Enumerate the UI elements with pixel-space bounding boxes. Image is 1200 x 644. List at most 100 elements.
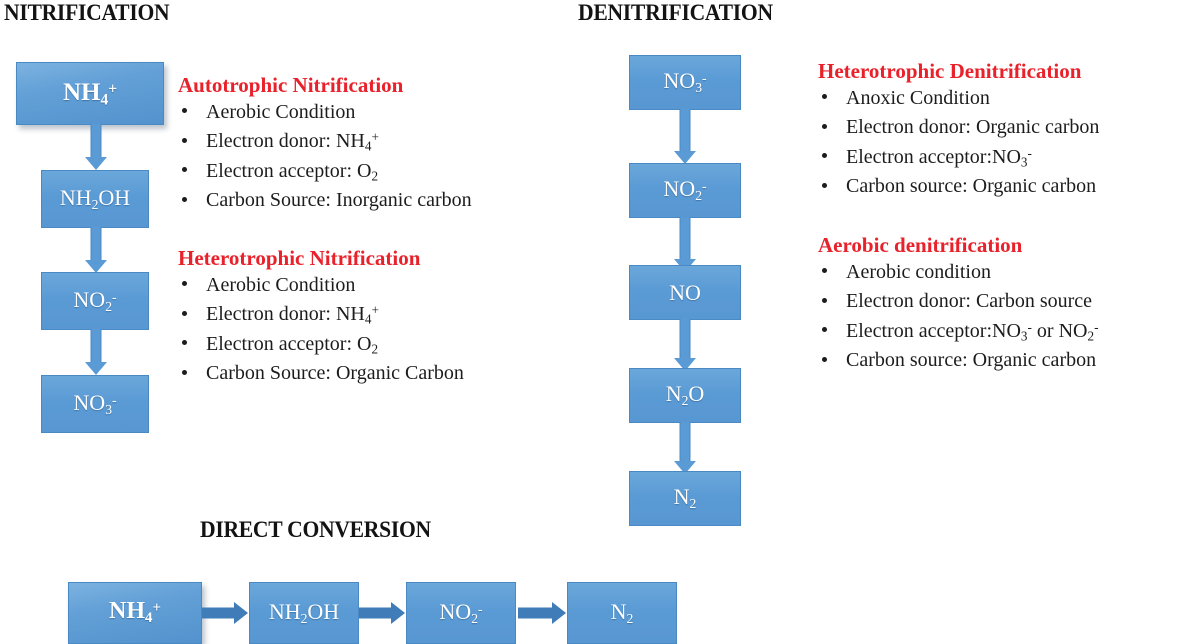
flow-node-nitrification-nh2oh: NH2OH: [41, 170, 149, 228]
section-title-direct-conversion: DIRECT CONVERSION: [200, 517, 431, 542]
node-label-nh4: NH4+: [62, 78, 118, 108]
bullet-sub: 2: [371, 168, 379, 184]
bullet-list-aerobic-denitrification: Aerobic condition Electron donor: Carbon…: [818, 258, 1098, 376]
flow-node-nitrification-no2: NO2-: [41, 272, 149, 330]
flow-node-direct-nh2oh: NH2OH: [249, 582, 359, 644]
list-item: Electron donor: NH4+: [178, 127, 472, 157]
bullet-dot-icon: [182, 196, 187, 202]
bullet-dot-icon: [822, 327, 827, 333]
node-label-no2: NO2-: [73, 286, 117, 314]
node-label-n2: N2: [610, 598, 634, 626]
list-item: Electron donor: Carbon source: [818, 287, 1098, 317]
bullet-sub: 3: [1020, 328, 1028, 344]
bullet-sup: -: [1027, 145, 1032, 161]
bullet-dot-icon: [182, 137, 187, 143]
node-label-no3: NO3-: [73, 389, 117, 417]
bullet-list-autotrophic-nitrification: Aerobic Condition Electron donor: NH4+ E…: [178, 98, 472, 216]
list-item: Aerobic Condition: [178, 98, 472, 128]
list-item: Electron acceptor:NO3-: [818, 143, 1099, 173]
arrow-no2-to-no: [673, 217, 697, 272]
node-label-no2: NO2-: [439, 598, 483, 626]
bullet-dot-icon: [822, 356, 827, 362]
node-label-n2o: N2O: [665, 381, 705, 409]
list-item: Aerobic Condition: [178, 271, 464, 301]
bullet-dot-icon: [822, 267, 827, 273]
bullet-text: Aerobic condition: [846, 260, 991, 283]
bullet-text-tail: or NO: [1031, 319, 1088, 342]
bullet-dot-icon: [182, 107, 187, 113]
bullet-sub: 3: [1020, 154, 1028, 170]
arrow-no2-to-no3: [84, 329, 108, 375]
list-item: Carbon Source: Inorganic carbon: [178, 186, 472, 216]
bullet-dot-icon: [822, 93, 827, 99]
bullet-dot-icon: [822, 123, 827, 129]
arrow-no2-to-n2-horizontal: [518, 582, 566, 644]
bullet-sub: 4: [364, 138, 372, 154]
heading-aerobic-denitrification: Aerobic denitrification: [818, 233, 1023, 257]
arrow-nh4-to-nh2oh: [84, 124, 108, 170]
bullet-sup: -: [1027, 319, 1032, 335]
flow-node-denitrification-n2o: N2O: [629, 368, 741, 423]
bullet-text: Carbon source: Organic carbon: [846, 349, 1097, 372]
flow-node-nitrification-no3: NO3-: [41, 375, 149, 433]
bullet-text: Electron donor: NH: [206, 303, 365, 326]
flow-node-denitrification-n2: N2: [629, 471, 741, 526]
list-item: Aerobic condition: [818, 258, 1098, 288]
bullet-dot-icon: [822, 297, 827, 303]
arrow-nh2oh-to-no2: [84, 227, 108, 273]
flow-node-denitrification-no2: NO2-: [629, 163, 741, 218]
bullet-list-heterotrophic-denitrification: Anoxic Condition Electron donor: Organic…: [818, 84, 1099, 202]
bullet-text: Electron acceptor: O: [206, 159, 372, 182]
bullet-list-heterotrophic-nitrification: Aerobic Condition Electron donor: NH4+ E…: [178, 271, 464, 389]
list-item: Electron donor: Organic carbon: [818, 113, 1099, 143]
flow-node-denitrification-no3: NO3-: [629, 55, 741, 110]
flow-node-direct-no2: NO2-: [406, 582, 516, 644]
bullet-sub: 2: [371, 341, 379, 357]
section-title-denitrification: DENITRIFICATION: [578, 0, 773, 25]
node-label-nh2oh: NH2OH: [268, 598, 340, 626]
node-label-nh2oh: NH2OH: [59, 184, 131, 212]
node-label-no2: NO2-: [663, 176, 707, 204]
bullet-text: Electron acceptor:NO: [846, 145, 1021, 168]
bullet-text: Aerobic Condition: [206, 100, 356, 123]
arrow-no-to-n2o: [673, 319, 697, 371]
bullet-text: Electron donor: Carbon source: [846, 290, 1093, 313]
bullet-dot-icon: [182, 369, 187, 375]
flow-node-direct-nh4: NH4+: [68, 582, 202, 644]
bullet-sub: 4: [364, 311, 372, 327]
bullet-text: Carbon source: Organic carbon: [846, 175, 1097, 198]
bullet-text: Electron donor: NH: [206, 130, 365, 153]
arrow-nh2oh-to-no2-horizontal: [359, 582, 405, 644]
node-label-n2: N2: [673, 484, 697, 512]
block-heterotrophic-denitrification: Heterotrophic Denitrification Anoxic Con…: [818, 59, 1099, 202]
flow-node-nitrification-nh4: NH4+: [16, 62, 164, 125]
heading-autotrophic-nitrification: Autotrophic Nitrification: [178, 73, 404, 97]
block-autotrophic-nitrification: Autotrophic Nitrification Aerobic Condit…: [178, 73, 472, 216]
bullet-text: Carbon Source: Organic Carbon: [206, 362, 464, 385]
arrow-nh4-to-nh2oh-horizontal: [202, 582, 248, 644]
bullet-dot-icon: [182, 340, 187, 346]
list-item: Electron acceptor: O2: [178, 330, 464, 360]
heading-heterotrophic-denitrification: Heterotrophic Denitrification: [818, 59, 1082, 83]
node-label-no3: NO3-: [663, 68, 707, 96]
bullet-sup-2: -: [1094, 319, 1099, 335]
bullet-text: Electron acceptor: O: [206, 332, 372, 355]
heading-heterotrophic-nitrification: Heterotrophic Nitrification: [178, 246, 421, 270]
bullet-sup: +: [371, 302, 379, 318]
list-item: Electron acceptor:NO3- or NO2-: [818, 317, 1098, 347]
flow-node-denitrification-no: NO: [629, 265, 741, 320]
arrow-n2o-to-n2: [673, 422, 697, 474]
bullet-text: Aerobic Condition: [206, 273, 356, 296]
node-label-no: NO: [669, 279, 701, 305]
list-item: Carbon source: Organic carbon: [818, 172, 1099, 202]
bullet-text: Electron acceptor:NO: [846, 319, 1021, 342]
bullet-dot-icon: [182, 167, 187, 173]
bullet-sub-2: 2: [1087, 328, 1095, 344]
bullet-sup: +: [371, 129, 379, 145]
list-item: Carbon Source: Organic Carbon: [178, 359, 464, 389]
bullet-dot-icon: [822, 153, 827, 159]
list-item: Electron donor: NH4+: [178, 300, 464, 330]
bullet-dot-icon: [182, 280, 187, 286]
bullet-text: Electron donor: Organic carbon: [846, 116, 1100, 139]
